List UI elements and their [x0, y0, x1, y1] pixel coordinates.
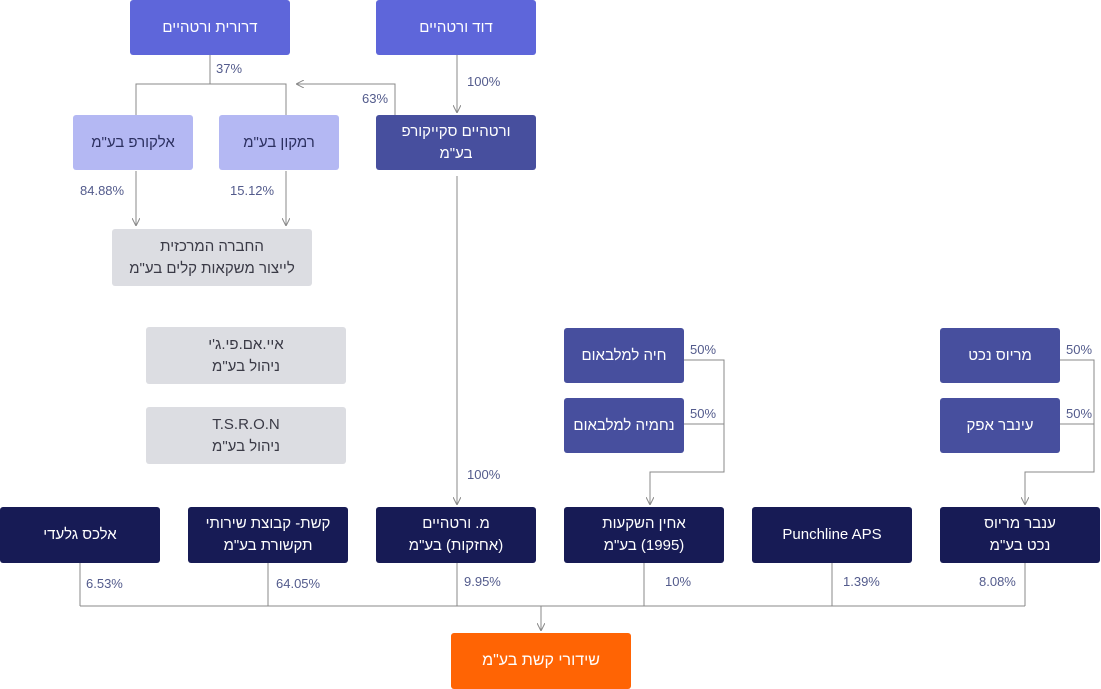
line-skykorp-holdings: [297, 84, 396, 115]
node-label: ניהול בע"מ: [212, 357, 280, 375]
line-holdings-bracket: [135, 83, 287, 115]
node-apg-management: איי.אם.פי.ג'י ניהול בע"מ: [146, 327, 346, 384]
node-m-wertheim-holdings: מ. ורטהיים (אחזקות) בע"מ: [376, 507, 536, 563]
node-label: קשת- קבוצת שירותי: [205, 515, 331, 532]
node-marius-nekht: מריוס נכט: [940, 328, 1060, 383]
node-haya-lamelbaum: חיה למלבאום: [564, 328, 684, 383]
pct-david-skykorp: 100%: [467, 74, 501, 89]
node-inbar-afek: עינבר אפק: [940, 398, 1060, 453]
node-label: אלקורפ בע"מ: [91, 133, 175, 151]
node-label: אלכס גלעדי: [43, 526, 117, 543]
pct-alkorp-central: 84.88%: [80, 183, 125, 198]
node-label: תקשורת בע"מ: [223, 537, 313, 554]
node-inbar-marius-nekht: ענבר מריוס נכט בע"מ: [940, 507, 1100, 563]
node-alex-giladi: אלכס גלעדי: [0, 507, 160, 563]
pct-ramkon-central: 15.12%: [230, 183, 275, 198]
node-kashet-group: קשת- קבוצת שירותי תקשורת בע"מ: [188, 507, 348, 563]
pct-alex-share: 6.53%: [86, 576, 123, 591]
node-central-company: החברה המרכזית לייצור משקאות קלים בע"מ: [112, 229, 312, 286]
node-label: רמקון בע"מ: [243, 133, 315, 151]
pct-drorit-holdings: 37%: [216, 61, 243, 76]
node-ramkon: רמקון בע"מ: [219, 115, 339, 170]
node-label: החברה המרכזית: [160, 237, 264, 255]
node-david-wertheim: דוד ורטהיים: [376, 0, 536, 55]
node-label: נחמיה למלבאום: [573, 416, 675, 434]
node-label: T.S.R.O.N: [212, 415, 280, 433]
pct-skykorp-holdings: 63%: [362, 91, 389, 106]
node-label: (1995) בע"מ: [603, 537, 685, 554]
node-label: מריוס נכט: [968, 346, 1032, 364]
node-punchline-aps: Punchline APS: [752, 507, 912, 563]
node-kashet-broadcasting: שידורי קשת בע"מ: [451, 633, 631, 689]
node-label: חיה למלבאום: [581, 346, 667, 364]
pct-haya-ahin: 50%: [690, 342, 717, 357]
node-label: נכט בע"מ: [989, 537, 1051, 554]
node-label: איי.אם.פי.ג'י: [208, 335, 284, 353]
node-drorit-wertheim: דרורית ורטהיים: [130, 0, 290, 55]
node-label: (אחזקות) בע"מ: [408, 537, 504, 554]
node-label: שידורי קשת בע"מ: [482, 652, 600, 669]
line-haya-bracket: [650, 359, 725, 504]
node-ahin-investments: אחין השקעות (1995) בע"מ: [564, 507, 724, 563]
pct-kashetgroup-share: 64.05%: [276, 576, 321, 591]
node-alkorp: אלקורפ בע"מ: [73, 115, 193, 170]
pct-punchline-share: 1.39%: [843, 574, 880, 589]
node-label: ניהול בע"מ: [212, 437, 280, 455]
node-label: דוד ורטהיים: [419, 18, 493, 36]
pct-ahin-share: 10%: [665, 574, 692, 589]
node-label: מ. ורטהיים: [422, 515, 490, 532]
pct-mwertheim-share: 9.95%: [464, 574, 501, 589]
node-label: Punchline APS: [782, 526, 882, 543]
node-label: עינבר אפק: [966, 416, 1034, 434]
node-label: בע"מ: [439, 144, 473, 162]
node-label: לייצור משקאות קלים בע"מ: [129, 259, 295, 277]
line-marius-bracket: [1025, 359, 1095, 504]
pct-skykorp-mwertheim: 100%: [467, 467, 501, 482]
pct-inbarmarius-share: 8.08%: [979, 574, 1016, 589]
node-label: ענבר מריוס: [984, 515, 1056, 532]
node-label: דרורית ורטהיים: [162, 18, 258, 36]
node-nehemia-lamelbaum: נחמיה למלבאום: [564, 398, 684, 453]
node-wertheim-skykorp: ורטהיים סקייקורפ בע"מ: [376, 115, 536, 170]
node-tsron-management: T.S.R.O.N ניהול בע"מ: [146, 407, 346, 464]
node-label: ורטהיים סקייקורפ: [401, 122, 511, 140]
pct-inbar-inbarmarius: 50%: [1066, 406, 1093, 421]
pct-marius-inbarmarius: 50%: [1066, 342, 1093, 357]
node-label: אחין השקעות: [602, 515, 686, 532]
pct-nehemia-ahin: 50%: [690, 406, 717, 421]
